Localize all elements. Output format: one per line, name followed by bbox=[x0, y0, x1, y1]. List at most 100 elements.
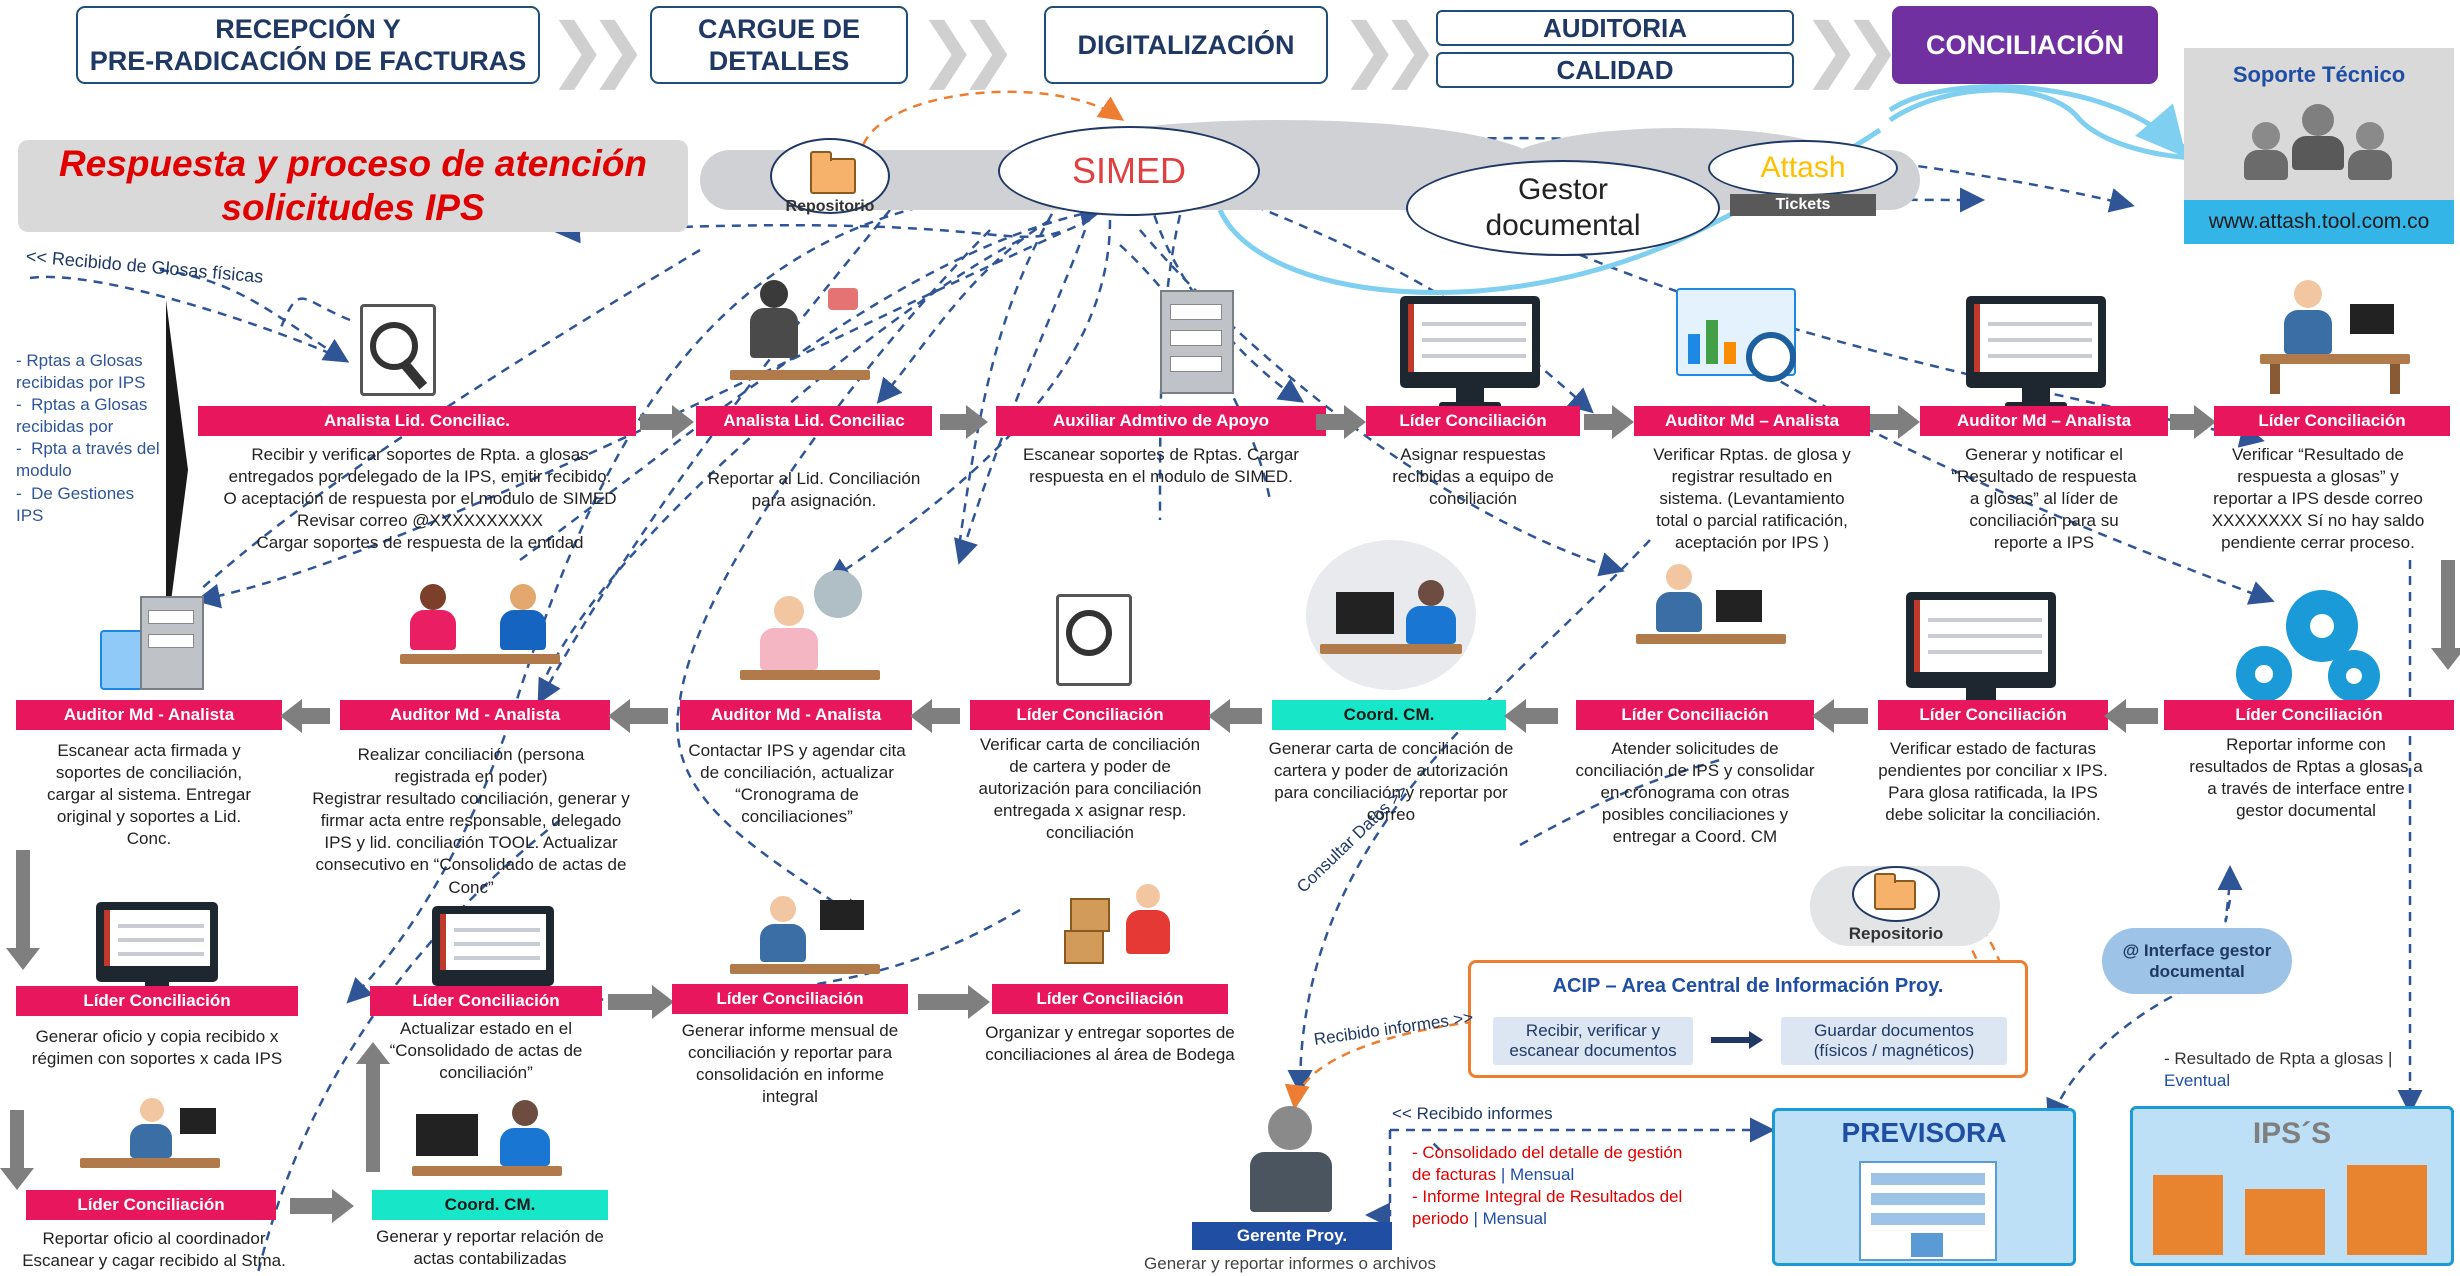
phase-conciliacion: CONCILIACIÓN bbox=[1892, 6, 2158, 84]
title-banner bbox=[18, 140, 688, 232]
row3-step3-desc: Generar informe mensual de conciliación … bbox=[681, 1021, 899, 1107]
previsora-card: PREVISORA bbox=[1772, 1108, 2076, 1266]
repositorio-label: Repositorio bbox=[785, 198, 875, 215]
folder-icon bbox=[810, 151, 856, 194]
flow-arrow bbox=[940, 405, 988, 439]
row2-step7-role: Líder Conciliación bbox=[1878, 700, 2108, 730]
desk-worker-icon bbox=[2260, 270, 2410, 400]
reports-list: - Consolidado del detalle de gestión de … bbox=[1412, 1142, 1742, 1230]
desk-worker-icon bbox=[1636, 560, 1786, 680]
row2-step6-role: Líder Conciliación bbox=[1576, 700, 1814, 730]
report-integral: - Informe Integral de Resultados del per… bbox=[1412, 1187, 1683, 1229]
row1-step2-role: Analista Lid. Conciliac bbox=[696, 406, 932, 436]
gears-icon bbox=[2236, 590, 2386, 702]
row2-step2-desc: Realizar conciliación (persona registrad… bbox=[312, 745, 630, 897]
coordinator-desk-icon bbox=[412, 1090, 562, 1190]
flow-arrow bbox=[2170, 405, 2216, 439]
row1-step6-desc: Generar y notificar el “Resultado de res… bbox=[1951, 445, 2137, 553]
soporte-panel: Soporte Técnico www.attash.tool.com.co bbox=[2184, 48, 2454, 244]
row1-step1-desc: Recibir y verificar soportes de Rpta. a … bbox=[223, 445, 617, 553]
simed-node: SIMED bbox=[998, 126, 1260, 216]
page-title: Respuesta y proceso de atención solicitu… bbox=[58, 143, 648, 229]
left-panel-item: - De Gestiones IPS bbox=[16, 483, 135, 525]
interface-cloud bbox=[2102, 928, 2292, 994]
phase-conciliacion-label: CONCILIACIÓN bbox=[1926, 29, 2124, 60]
recibido-informes-label: Recibido informes >> bbox=[1312, 1007, 1475, 1049]
row1-step3-role: Auxiliar Admtivo de Apoyo bbox=[996, 406, 1326, 436]
acip-arrow-head bbox=[1749, 1031, 1763, 1049]
phase-digitalizacion: DIGITALIZACIÓN bbox=[1044, 6, 1328, 84]
flow-arrow-down bbox=[6, 850, 40, 970]
row1-step7-role: Líder Conciliación bbox=[2214, 406, 2450, 436]
report-consolidado: - Consolidado del detalle de gestión de … bbox=[1412, 1143, 1683, 1185]
left-panel-item: - Rpta a través del modulo bbox=[16, 439, 160, 481]
monitor-icon bbox=[432, 906, 554, 1008]
chevron-icon: ❯❯ bbox=[1802, 8, 1901, 90]
flow-arrow bbox=[640, 405, 694, 439]
row4-step2-desc: Generar y reportar relación de actas con… bbox=[376, 1227, 604, 1269]
row3-step1-role: Líder Conciliación bbox=[16, 986, 298, 1016]
flow-arrow bbox=[1812, 699, 1868, 733]
ips-note-text: - Resultado de Rpta a glosas | bbox=[2164, 1049, 2393, 1068]
soporte-url[interactable]: www.attash.tool.com.co bbox=[2184, 200, 2454, 244]
chevron-icon: ❯❯ bbox=[548, 8, 647, 90]
flow-arrow-up bbox=[356, 1042, 390, 1172]
acip-box-recibir: Recibir, verificar y escanear documentos bbox=[1493, 1017, 1693, 1065]
row1-step2-desc: Reportar al Lid. Conciliación para asign… bbox=[707, 469, 921, 511]
soporte-title: Soporte Técnico bbox=[2232, 62, 2406, 87]
row2-step1-desc: Escanear acta firmada y soportes de conc… bbox=[46, 741, 252, 849]
row2-step4-role: Líder Conciliación bbox=[970, 700, 1210, 730]
building-icon bbox=[2153, 1175, 2223, 1255]
phase-auditoria: AUDITORIA bbox=[1436, 10, 1794, 46]
meeting-two-people-icon bbox=[400, 580, 560, 700]
row3-step2-role: Líder Conciliación bbox=[370, 986, 602, 1016]
row4-step2-role: Coord. CM. bbox=[372, 1190, 608, 1220]
row1-step5-role: Auditor Md – Analista bbox=[1634, 406, 1870, 436]
row3-step2-desc: Actualizar estado en el “Consolidado de … bbox=[389, 1019, 583, 1083]
row3-step4-desc: Organizar y entregar soportes de concili… bbox=[985, 1023, 1235, 1065]
building-icon bbox=[2347, 1165, 2427, 1255]
monitor-icon bbox=[1906, 592, 2056, 710]
row1-step6-role: Auditor Md – Analista bbox=[1920, 406, 2168, 436]
flow-arrow-down bbox=[0, 1110, 34, 1190]
left-panel-arrow bbox=[166, 300, 188, 640]
phase-recepcion: RECEPCIÓN Y PRE-RADICACIÓN DE FACTURAS bbox=[76, 6, 540, 84]
call-center-agent-icon bbox=[730, 566, 880, 696]
chevron-icon: ❯❯ bbox=[1340, 8, 1439, 90]
acip-arrow bbox=[1711, 1037, 1751, 1043]
phase-cargue-label: CARGUE DE DETALLES bbox=[697, 13, 860, 76]
gestor-documental-label: Gestor documental bbox=[1485, 173, 1641, 242]
acip-box-recibir-label: Recibir, verificar y escanear documentos bbox=[1509, 1020, 1677, 1060]
manager-icon bbox=[1232, 1102, 1352, 1222]
ips-note: - Resultado de Rpta a glosas | Eventual bbox=[2164, 1048, 2454, 1092]
chevron-icon: ❯❯ bbox=[918, 8, 1017, 90]
flow-arrow bbox=[910, 699, 960, 733]
flow-arrow bbox=[2104, 699, 2158, 733]
flow-arrow bbox=[608, 699, 668, 733]
row1-step4-role: Líder Conciliación bbox=[1366, 406, 1580, 436]
row2-step2-role: Auditor Md - Analista bbox=[340, 700, 610, 730]
folder-icon bbox=[1874, 873, 1916, 910]
delivery-boxes-icon bbox=[1060, 884, 1180, 994]
report-integral-freq: | Mensual bbox=[1473, 1209, 1547, 1229]
phase-cargue: CARGUE DE DETALLES bbox=[650, 6, 908, 84]
monitor-icon bbox=[1400, 296, 1540, 410]
left-panel-item: - Rptas a Glosas recibidas por IPS bbox=[16, 351, 146, 393]
flow-arrow-down bbox=[2431, 560, 2460, 670]
ips-title: IPS´S bbox=[2252, 1117, 2332, 1150]
attash-label: Attash bbox=[1760, 151, 1846, 184]
row2-step8-desc: Reportar informe con resultados de Rptas… bbox=[2189, 735, 2423, 821]
row2-step1-role: Auditor Md - Analista bbox=[16, 700, 282, 730]
repositorio-circle bbox=[1852, 866, 1940, 922]
row2-step3-desc: Contactar IPS y agendar cita de concilia… bbox=[688, 741, 906, 827]
gerente-role: Gerente Proy. bbox=[1192, 1222, 1392, 1250]
row4-step1-role: Líder Conciliación bbox=[26, 1190, 276, 1220]
row2-step5-role: Coord. CM. bbox=[1272, 700, 1506, 730]
row2-step5-desc: Generar carta de conciliación de cartera… bbox=[1268, 739, 1514, 825]
row2-step6-desc: Atender solicitudes de conciliación de I… bbox=[1575, 739, 1815, 847]
meeting-people-icon bbox=[720, 270, 880, 410]
monitor-icon bbox=[1966, 296, 2106, 410]
row1-step3-desc: Escanear soportes de Rptas. Cargar respu… bbox=[1023, 445, 1299, 487]
left-panel-list: - Rptas a Glosas recibidas por IPS - Rpt… bbox=[16, 350, 166, 527]
phase-auditoria-label: AUDITORIA bbox=[1543, 12, 1687, 43]
